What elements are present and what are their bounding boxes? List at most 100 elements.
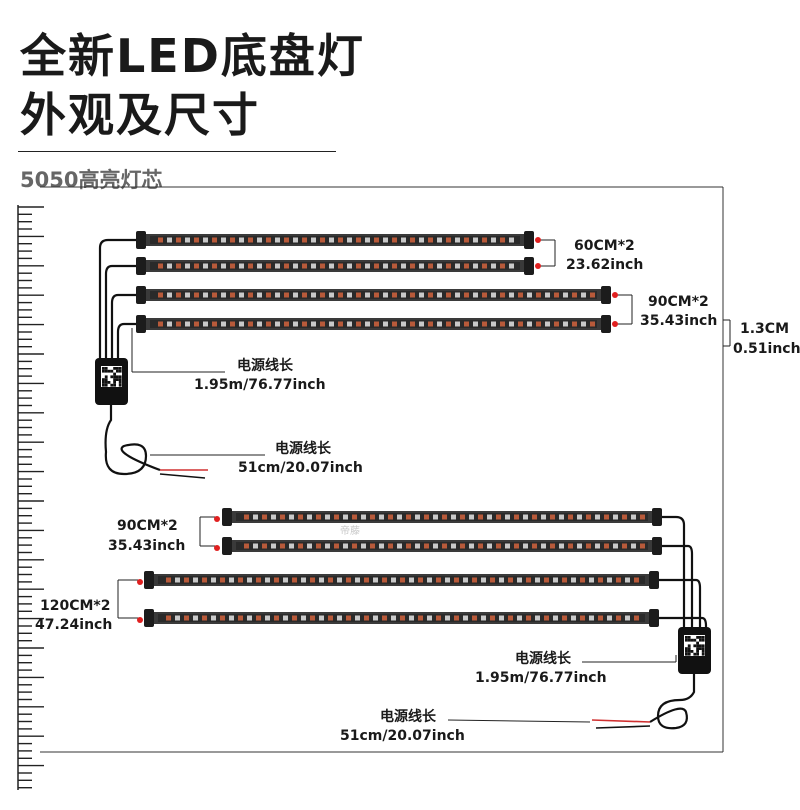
qr-cell — [687, 650, 691, 653]
dimension-dot — [612, 321, 618, 327]
bottom-cable-title: 电源线长 — [515, 651, 571, 667]
qr-cell — [699, 644, 702, 648]
qr-cell — [690, 650, 694, 653]
qr-cell — [107, 381, 111, 384]
strip-90cm-c — [222, 508, 662, 526]
qr-cell — [118, 375, 122, 379]
qr-cell — [118, 367, 122, 370]
dimension-dot — [535, 263, 541, 269]
qr-cell — [104, 383, 108, 387]
qr-cell — [696, 647, 699, 650]
wire-top-2 — [104, 264, 140, 362]
wire-bottom-1 — [658, 515, 686, 630]
qr-cell — [116, 378, 119, 381]
qr-cell — [687, 647, 691, 650]
top-90inch-label: 35.43inch — [640, 313, 718, 329]
dimension-dot — [214, 545, 220, 551]
qr-cell — [104, 369, 108, 373]
qr-cell — [104, 367, 108, 370]
strip-120cm-a — [144, 571, 659, 589]
strip-90cm-a — [136, 286, 611, 304]
qr-cell — [118, 381, 122, 384]
wire-top-4 — [116, 322, 140, 362]
led-strips — [136, 231, 662, 627]
top-power-title: 电源线长 — [275, 441, 331, 457]
dimension-dot — [137, 617, 143, 623]
qr-cell — [113, 372, 116, 376]
bottom-power-value: 51cm/20.07inch — [340, 728, 465, 744]
qr-cell — [118, 383, 122, 387]
qr-cell — [685, 647, 688, 650]
qr-cell — [693, 644, 697, 648]
wire-bottom-4 — [655, 616, 708, 630]
qr-cell — [116, 369, 119, 373]
bottom-cable-value: 1.95m/76.77inch — [475, 670, 607, 686]
qr-cell — [118, 378, 122, 381]
strip-60cm-a — [136, 231, 534, 249]
controller-box-bottom — [678, 627, 711, 674]
top-cable-value: 1.95m/76.77inch — [194, 377, 326, 393]
qr-cell — [685, 650, 688, 653]
qr-cell — [701, 647, 705, 650]
dimension-dot — [612, 292, 618, 298]
qr-cell — [696, 652, 699, 656]
qr-cell — [110, 383, 114, 387]
qr-cell — [696, 644, 699, 648]
qr-cell — [701, 650, 705, 653]
qr-cell — [696, 641, 699, 645]
bottom-120inch-label: 47.24inch — [35, 617, 113, 633]
qr-cell — [113, 375, 116, 379]
qr-cell — [696, 650, 699, 653]
wire-bottom-power-loop — [649, 674, 696, 730]
bottom-90inch-label: 35.43inch — [108, 538, 186, 554]
qr-cell — [701, 638, 705, 642]
strip-120cm-b — [144, 609, 659, 627]
dimension-dot — [214, 516, 220, 522]
wire-bottom-3 — [655, 578, 702, 630]
qr-cell — [701, 644, 705, 648]
qr-cell — [696, 636, 699, 639]
dimension-leaders — [117, 239, 731, 723]
dimension-dot — [535, 237, 541, 243]
qr-cell — [113, 378, 116, 381]
qr-cell — [110, 369, 114, 373]
qr-cell — [113, 381, 116, 384]
bottom-120cm-label: 120CM*2 — [40, 598, 111, 614]
ruler-scale — [17, 205, 44, 790]
qr-cell — [699, 636, 702, 639]
qr-cell — [116, 375, 119, 379]
qr-cell — [687, 638, 691, 642]
qr-cell — [687, 636, 691, 639]
qr-cell — [699, 647, 702, 650]
qr-cell — [113, 367, 116, 370]
top-cable-title: 电源线长 — [237, 358, 293, 374]
qr-cell — [102, 367, 105, 370]
wire-top-black — [159, 473, 206, 479]
qr-cell — [110, 375, 114, 379]
qr-cell — [690, 638, 694, 642]
top-90cm-label: 90CM*2 — [648, 294, 709, 310]
qr-cell — [104, 375, 108, 379]
top-60inch-label: 23.62inch — [566, 257, 644, 273]
width-cm-label: 1.3CM — [740, 321, 790, 337]
dimension-markers — [137, 237, 618, 623]
dimension-dot — [137, 579, 143, 585]
qr-cell — [118, 369, 122, 373]
cable-wires — [98, 238, 708, 730]
wire-top-power-loop — [104, 405, 161, 476]
top-60cm-label: 60CM*2 — [574, 238, 635, 254]
bottom-90cm-label: 90CM*2 — [117, 518, 178, 534]
wire-bottom-red — [591, 719, 651, 723]
qr-cell — [685, 652, 688, 656]
controller-box-top — [95, 358, 128, 405]
qr-cell — [701, 636, 705, 639]
width-inch-label: 0.51inch — [733, 341, 800, 357]
qr-cell — [102, 369, 105, 373]
qr-cell — [102, 383, 105, 387]
qr-cell — [687, 652, 691, 656]
watermark: 帝藤 — [340, 526, 360, 537]
qr-cell — [701, 652, 705, 656]
qr-cell — [102, 378, 105, 381]
qr-cell — [685, 638, 688, 642]
